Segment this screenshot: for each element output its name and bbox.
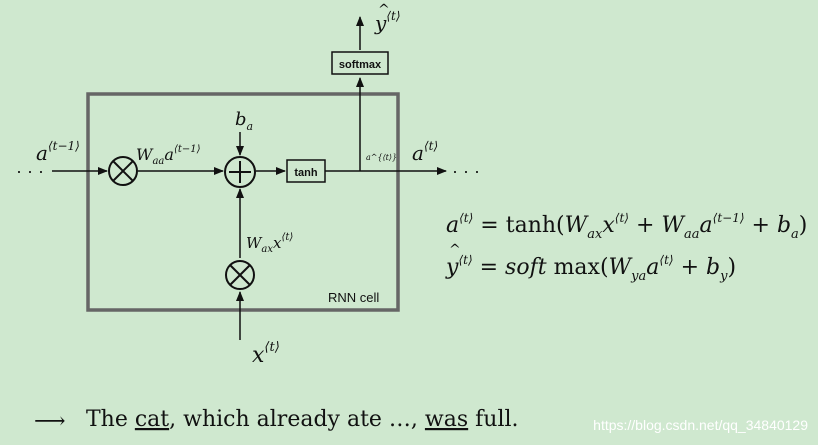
caption-sentence: The cat, which already ate …, was full.	[86, 407, 519, 432]
sum-node	[224, 156, 256, 188]
prediction-hat: ^	[378, 2, 390, 18]
waa-term-label: Waaa⟨t−1⟩	[136, 144, 201, 167]
activation-equation: a⟨t⟩ = tanh(Waxx⟨t⟩ + Waaa⟨t−1⟩ + ba)	[446, 211, 807, 242]
multiply-wax-node	[225, 260, 255, 290]
prev-activation-label: a⟨t−1⟩	[36, 139, 80, 165]
rnn-cell-label: RNN cell	[328, 290, 379, 305]
caption-arrow: ⟶	[34, 409, 66, 434]
caption-underlined-cat: cat	[135, 407, 169, 432]
tanh-label: tanh	[294, 167, 318, 179]
prediction-equation: y⟨t⟩ = soft max(Wyaa⟨t⟩ + by)	[445, 253, 736, 284]
softmax-label: softmax	[339, 59, 382, 71]
prediction-hat-eq: ^	[449, 242, 461, 258]
caption-underlined-was: was	[425, 407, 468, 432]
output-activation-label: a⟨t⟩	[412, 139, 438, 165]
multiply-waa-node	[108, 156, 138, 186]
bias-label: ba	[235, 109, 253, 133]
rnn-cell-box	[86, 92, 400, 312]
output-ellipsis: · · ·	[452, 161, 480, 181]
tanh-box	[286, 159, 326, 183]
softmax-box	[331, 51, 389, 75]
input-ellipsis: · · ·	[16, 161, 44, 181]
input-label: x⟨t⟩	[252, 340, 280, 368]
watermark: https://blog.csdn.net/qq_34840129	[593, 417, 808, 433]
prediction-label: y⟨t⟩	[374, 9, 401, 35]
internal-activation-label: a^{⟨t⟩}	[366, 153, 397, 162]
wax-term-label: Waxx⟨t⟩	[246, 232, 293, 255]
